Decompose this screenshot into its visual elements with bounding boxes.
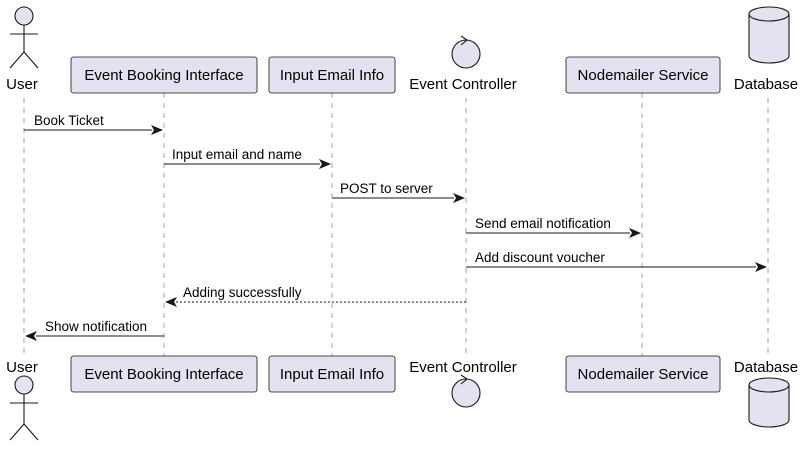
participant-label-bottom: Input Email Info <box>280 366 384 383</box>
actor-icon <box>9 6 39 69</box>
control-icon <box>451 35 481 69</box>
message-label: Show notification <box>45 319 147 334</box>
arrowhead <box>25 331 37 341</box>
message-label: Send email notification <box>475 216 611 231</box>
participant-label-bottom: Nodemailer Service <box>578 366 709 383</box>
arrowhead <box>453 193 465 203</box>
participant-label-top: User <box>6 76 38 93</box>
arrowhead <box>165 297 177 307</box>
participant-label-top: Nodemailer Service <box>578 67 709 84</box>
participant-label-bottom: User <box>6 359 38 376</box>
message-label: Add discount voucher <box>475 250 605 265</box>
message-add-discount-voucher: Add discount voucher <box>466 250 767 272</box>
participant-box-bottom <box>268 355 396 393</box>
participant-box-top <box>70 56 258 94</box>
message-label: Adding successfully <box>183 285 302 300</box>
database-icon <box>748 377 790 428</box>
participant-label-bottom: Event Controller <box>409 359 517 376</box>
participant-label-top: Event Controller <box>409 76 517 93</box>
message-send-email-notification: Send email notification <box>466 216 641 238</box>
message-input-email-and-name: Input email and name <box>164 147 331 169</box>
participant-label-top: Input Email Info <box>280 67 384 84</box>
message-label: POST to server <box>340 181 433 196</box>
message-show-notification: Show notification <box>25 319 164 341</box>
arrowhead <box>629 228 641 238</box>
participant-box-bottom <box>70 355 258 393</box>
participants-top: User Event Booking Interface Input Email… <box>6 6 798 94</box>
participant-box-top <box>268 56 396 94</box>
participant-label-top: Event Booking Interface <box>84 67 243 84</box>
participant-box-top <box>565 56 721 94</box>
message-label: Book Ticket <box>34 113 104 128</box>
database-icon <box>748 6 790 64</box>
message-adding-successfully: Adding successfully <box>165 285 466 307</box>
arrowhead <box>151 125 163 135</box>
message-post-to-server: POST to server <box>332 181 465 203</box>
message-label: Input email and name <box>172 147 302 162</box>
participant-label-bottom: Event Booking Interface <box>84 366 243 383</box>
control-icon <box>451 374 481 408</box>
message-book-ticket: Book Ticket <box>24 113 163 135</box>
participants-bottom: User Event Booking Interface Input Email… <box>6 355 798 441</box>
actor-icon <box>9 375 39 441</box>
arrowhead <box>755 262 767 272</box>
messages: Book Ticket Input email and name POST to… <box>24 113 767 341</box>
participant-box-bottom <box>565 355 721 393</box>
participant-label-bottom: Database <box>734 359 798 376</box>
arrowhead <box>319 159 331 169</box>
participant-label-top: Database <box>734 76 798 93</box>
lifelines <box>23 93 769 356</box>
